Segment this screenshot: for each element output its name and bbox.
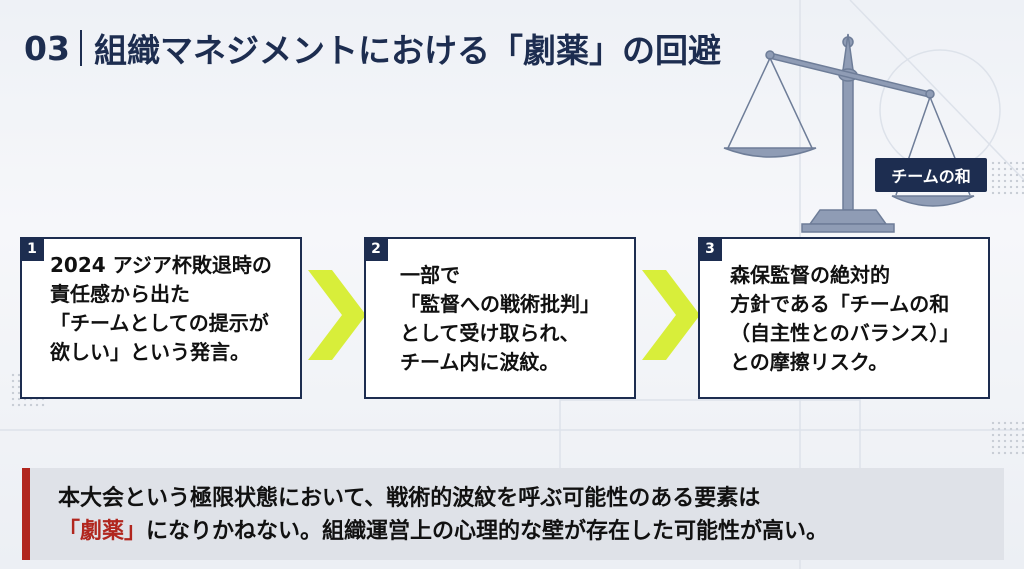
page-title: 03 組織マネジメントにおける「劇薬」の回避 [24, 22, 721, 74]
step-text-line: （自主性とのバランス）」 [730, 321, 960, 345]
conclusion-text: 本大会という極限状態において、戦術的波紋を呼ぶ可能性のある要素は 「劇薬」になり… [58, 482, 828, 548]
step-text-line: 責任感から出た [50, 282, 190, 306]
dot-pattern [990, 160, 1024, 196]
step-number: 1 [20, 237, 44, 261]
conclusion-line-1: 本大会という極限状態において、戦術的波紋を呼ぶ可能性のある要素は [58, 486, 761, 511]
chevron-right-icon [308, 270, 366, 360]
step-card-3: 3 森保監督の絶対的 方針である「チームの和 （自主性とのバランス）」 との摩擦… [698, 237, 990, 399]
step-text-line: 欲しい」という発言。 [50, 340, 250, 364]
team-harmony-badge: チームの和 [875, 158, 987, 192]
step-text-line: 2024 アジア杯敗退時の [50, 253, 272, 277]
step-text-line: 「監督への戦術批判」 [400, 292, 600, 316]
step-text: 森保監督の絶対的 方針である「チームの和 （自主性とのバランス）」 との摩擦リス… [730, 261, 959, 377]
section-number: 03 [24, 28, 70, 68]
step-text-line: 一部で [400, 263, 460, 287]
step-text-line: との摩擦リスク。 [730, 350, 889, 374]
step-card-2: 2 一部で 「監督への戦術批判」 として受け取られ、 チーム内に波紋。 [364, 237, 636, 399]
balance-scale-icon [723, 33, 975, 233]
title-text: 組織マネジメントにおける「劇薬」の回避 [93, 31, 721, 70]
step-text-line: 方針である「チームの和 [730, 292, 950, 316]
step-text: 2024 アジア杯敗退時の 責任感から出た 「チームとしての提示が 欲しい」とい… [50, 251, 272, 367]
step-text: 一部で 「監督への戦術批判」 として受け取られ、 チーム内に波紋。 [400, 261, 600, 377]
step-number: 2 [364, 237, 388, 261]
step-text-line: 森保監督の絶対的 [730, 263, 890, 287]
step-card-1: 1 2024 アジア杯敗退時の 責任感から出た 「チームとしての提示が 欲しい」… [20, 237, 302, 399]
step-text-line: チーム内に波紋。 [400, 350, 560, 374]
step-text-line: として受け取られ、 [400, 321, 580, 345]
dot-pattern [990, 420, 1024, 456]
step-number: 3 [698, 237, 722, 261]
chevron-right-icon [642, 270, 700, 360]
conclusion-line-2: 「劇薬」になりかねない。組織運営上の心理的な壁が存在した可能性が高い。 [58, 515, 828, 548]
title-divider [79, 30, 82, 66]
conclusion-box: 本大会という極限状態において、戦術的波紋を呼ぶ可能性のある要素は 「劇薬」になり… [22, 468, 1004, 560]
conclusion-line-2-rest: になりかねない。組織運営上の心理的な壁が存在した可能性が高い。 [146, 519, 829, 544]
step-text-line: 「チームとしての提示が [50, 311, 269, 335]
highlight-drastic-measure: 「劇薬」 [58, 519, 147, 544]
